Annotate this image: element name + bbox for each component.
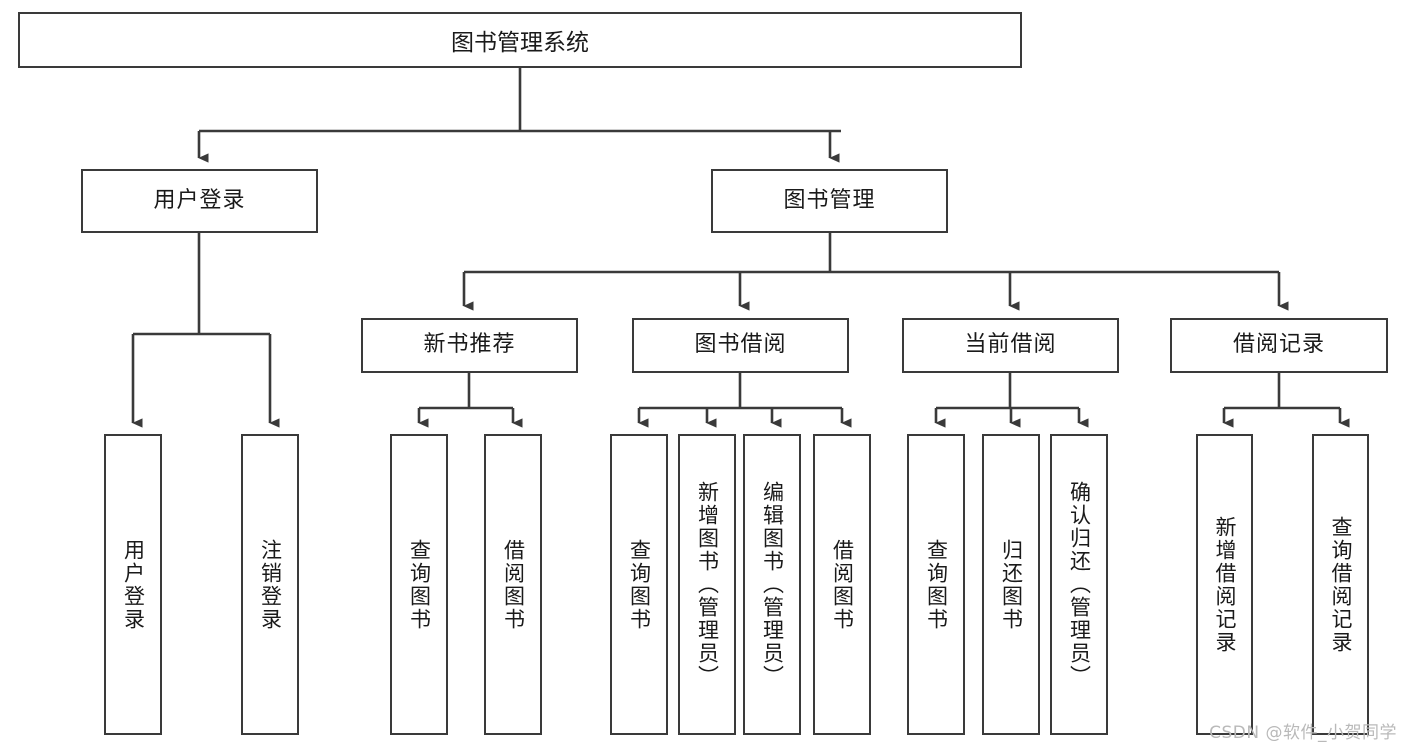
leaf-label: 查询图书 xyxy=(407,538,432,631)
leaf-label: 查询借阅记录 xyxy=(1328,515,1353,654)
node-current-borrow[interactable]: 当前借阅 xyxy=(902,318,1119,373)
leaf-label: 新增图书（管理员） xyxy=(695,481,720,688)
leaf-new-book-borrow-book[interactable]: 借阅图书 xyxy=(484,434,542,735)
node-borrow-record[interactable]: 借阅记录 xyxy=(1170,318,1388,373)
node-new-book-recommend[interactable]: 新书推荐 xyxy=(361,318,578,373)
leaf-label: 确认归还（管理员） xyxy=(1067,481,1092,688)
leaf-label: 借阅图书 xyxy=(830,538,855,631)
node-label: 图书借阅 xyxy=(694,332,787,358)
leaf-label: 查询图书 xyxy=(627,538,652,631)
leaf-label: 借阅图书 xyxy=(501,538,526,631)
leaf-label: 用户登录 xyxy=(121,538,146,631)
node-root-book-management-system[interactable]: 图书管理系统 xyxy=(18,12,1022,68)
leaf-book-borrow-edit-book-admin[interactable]: 编辑图书（管理员） xyxy=(743,434,801,735)
node-label: 图书管理 xyxy=(783,187,876,213)
leaf-book-borrow-query-book[interactable]: 查询图书 xyxy=(610,434,668,735)
node-label: 借阅记录 xyxy=(1232,332,1325,358)
node-label: 图书管理系统 xyxy=(451,30,589,56)
leaf-label: 注销登录 xyxy=(258,538,283,631)
leaf-label: 新增借阅记录 xyxy=(1212,515,1237,654)
node-label: 新书推荐 xyxy=(423,332,516,358)
node-book-borrow[interactable]: 图书借阅 xyxy=(632,318,849,373)
node-book-management[interactable]: 图书管理 xyxy=(711,169,948,233)
leaf-label: 查询图书 xyxy=(924,538,949,631)
leaf-new-book-query-book[interactable]: 查询图书 xyxy=(390,434,448,735)
leaf-book-borrow-borrow-book[interactable]: 借阅图书 xyxy=(813,434,871,735)
leaf-current-borrow-return-book[interactable]: 归还图书 xyxy=(982,434,1040,735)
node-user-login[interactable]: 用户登录 xyxy=(81,169,318,233)
leaf-borrow-record-add-record[interactable]: 新增借阅记录 xyxy=(1196,434,1253,735)
leaf-user-login-logout[interactable]: 注销登录 xyxy=(241,434,299,735)
leaf-label: 编辑图书（管理员） xyxy=(760,481,785,688)
leaf-current-borrow-query-book[interactable]: 查询图书 xyxy=(907,434,965,735)
node-label: 当前借阅 xyxy=(964,332,1057,358)
node-label: 用户登录 xyxy=(153,187,246,213)
leaf-user-login-login[interactable]: 用户登录 xyxy=(104,434,162,735)
leaf-label: 归还图书 xyxy=(999,538,1024,631)
leaf-book-borrow-add-book-admin[interactable]: 新增图书（管理员） xyxy=(678,434,736,735)
leaf-borrow-record-query-record[interactable]: 查询借阅记录 xyxy=(1312,434,1369,735)
leaf-current-borrow-confirm-return-admin[interactable]: 确认归还（管理员） xyxy=(1050,434,1108,735)
watermark: CSDN @软件_小贺同学 xyxy=(1209,723,1397,743)
